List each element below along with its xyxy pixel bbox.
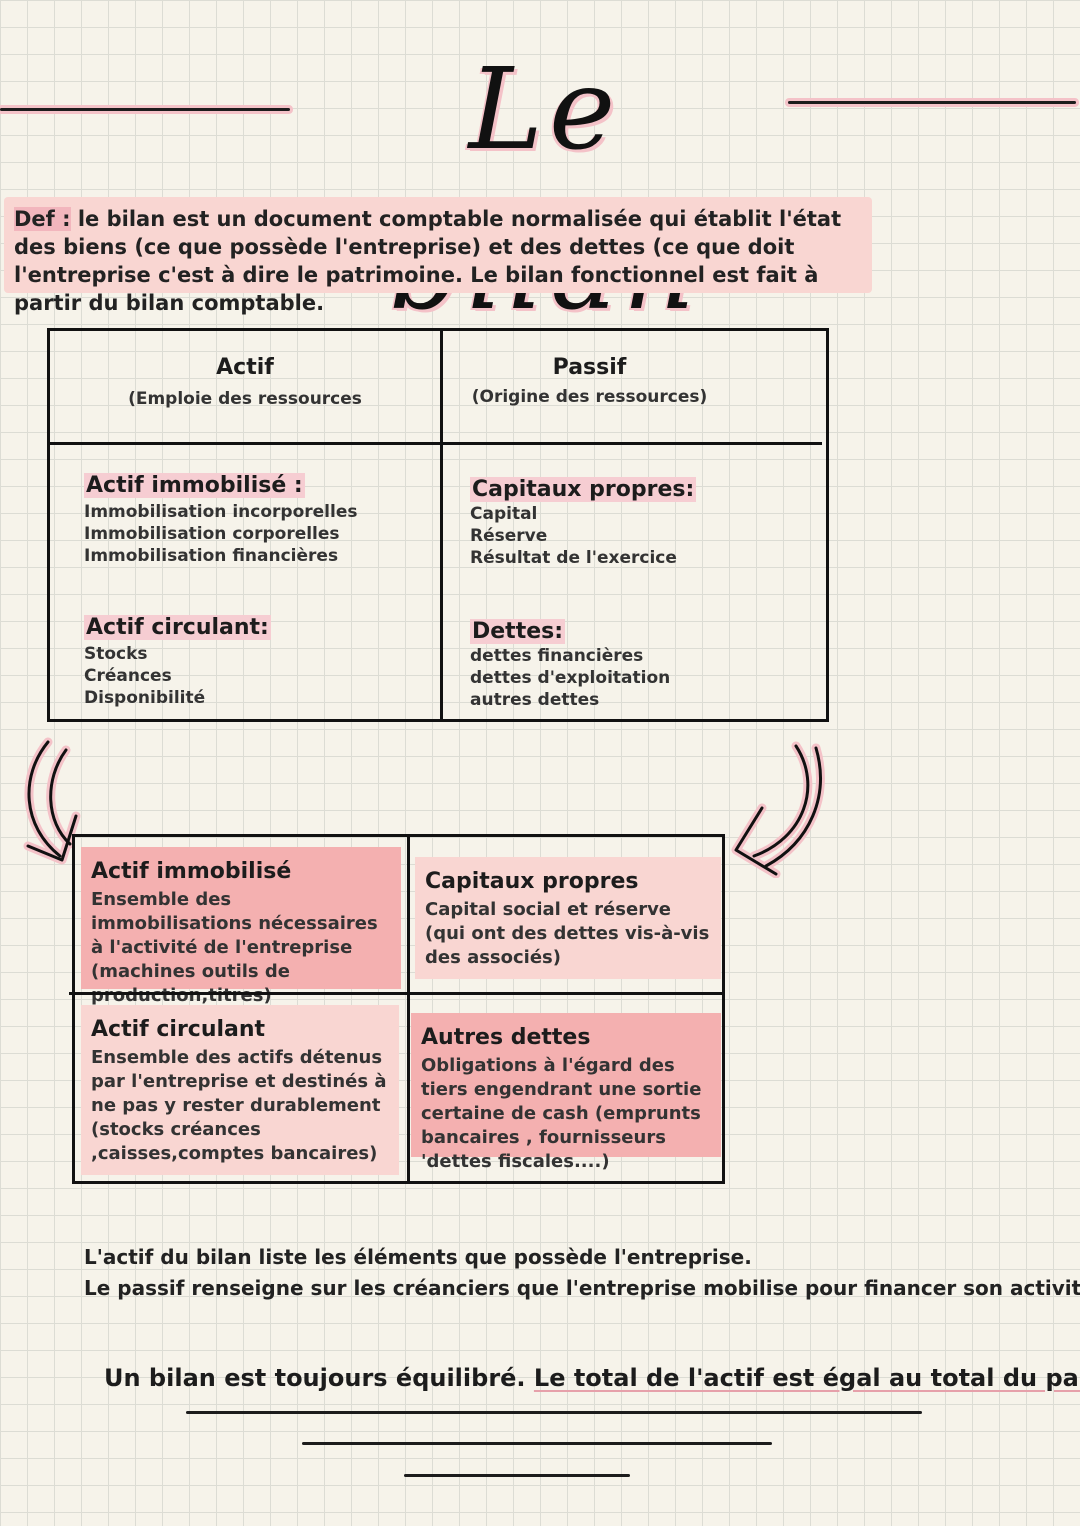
- conclusion: Un bilan est toujours équilibré. Le tota…: [104, 1364, 1080, 1392]
- detail-cell-capitaux-propres: Capitaux propres Capital social et réser…: [415, 857, 721, 979]
- detail-autres-dettes-title: Autres dettes: [421, 1025, 591, 1050]
- detail-capitaux-propres-title: Capitaux propres: [425, 869, 639, 894]
- detail-actif-immobilise-title: Actif immobilisé: [91, 859, 292, 884]
- note-actif: L'actif du bilan liste les éléments que …: [84, 1245, 752, 1269]
- decor-line-bottom-3: [404, 1474, 630, 1477]
- actif-circulant-list: Stocks Créances Disponibilité: [84, 643, 205, 709]
- bilan-table-horizontal-divider: [50, 442, 822, 445]
- detail-cell-autres-dettes: Autres dettes Obligations à l'égard des …: [411, 1013, 721, 1172]
- curved-arrow-left-icon: [23, 737, 81, 865]
- list-item: Immobilisation corporelles: [84, 524, 340, 544]
- detail-autres-dettes-text: Obligations à l'égard des tiers engendra…: [421, 1055, 702, 1172]
- list-item: Stocks: [84, 644, 148, 664]
- note-passif: Le passif renseigne sur les créanciers q…: [84, 1276, 1080, 1300]
- dettes-title: Dettes:: [470, 619, 566, 644]
- definition-text: le bilan est un document comptable norma…: [14, 207, 842, 315]
- detail-actif-circulant-text: Ensemble des actifs détenus par l'entrep…: [91, 1047, 387, 1164]
- detail-cell-actif-circulant: Actif circulant Ensemble des actifs déte…: [81, 1005, 399, 1175]
- list-item: Créances: [84, 666, 172, 686]
- passif-header-title: Passif: [552, 355, 627, 380]
- decor-line-bottom-1: [186, 1411, 922, 1414]
- list-item: Immobilisation financières: [84, 546, 339, 566]
- actif-circulant-title: Actif circulant:: [84, 615, 271, 640]
- bilan-table: Actif (Emploie des ressources Passif (Or…: [47, 328, 829, 722]
- list-item: Disponibilité: [84, 688, 206, 708]
- decor-line-top-left: [0, 108, 290, 111]
- detail-table-vertical-divider: [407, 837, 410, 1181]
- actif-immobilise-title: Actif immobilisé :: [84, 473, 305, 498]
- decor-line-top-right: [788, 101, 1076, 104]
- list-item: autres dettes: [470, 690, 600, 710]
- detail-actif-immobilise-text: Ensemble des immobilisations nécessaires…: [91, 889, 378, 1006]
- conclusion-part2: Le total de l'actif est égal au total du…: [533, 1364, 1080, 1392]
- decor-line-bottom-2: [302, 1442, 772, 1445]
- detail-table-horizontal-divider: [69, 992, 722, 995]
- list-item: Réserve: [470, 526, 548, 546]
- list-item: dettes financières: [470, 646, 644, 666]
- detail-cell-actif-immobilise: Actif immobilisé Ensemble des immobilisa…: [81, 847, 401, 1006]
- capitaux-propres-list: Capital Réserve Résultat de l'exercice: [470, 503, 677, 569]
- detail-capitaux-propres-text: Capital social et réserve (qui ont des d…: [425, 899, 710, 968]
- bilan-table-vertical-divider: [440, 331, 443, 719]
- actif-header-subtitle: (Emploie des ressources: [128, 389, 362, 409]
- list-item: Capital: [470, 504, 538, 524]
- list-item: Immobilisation incorporelles: [84, 502, 358, 522]
- conclusion-part1: Un bilan est toujours équilibré.: [104, 1364, 534, 1392]
- definition-label: Def :: [14, 207, 71, 231]
- actif-immobilise-list: Immobilisation incorporelles Immobilisat…: [84, 501, 357, 567]
- curved-arrow-right-icon: [731, 741, 825, 878]
- detail-actif-circulant-title: Actif circulant: [91, 1017, 266, 1042]
- actif-header-title: Actif: [216, 355, 274, 380]
- list-item: dettes d'exploitation: [470, 668, 671, 688]
- capitaux-propres-title: Capitaux propres:: [470, 477, 697, 502]
- passif-header-subtitle: (Origine des ressources): [471, 387, 708, 407]
- dettes-list: dettes financières dettes d'exploitation…: [470, 645, 670, 711]
- page-title: Le bilan: [389, 45, 695, 335]
- list-item: Résultat de l'exercice: [470, 548, 677, 568]
- detail-table: Actif immobilisé Ensemble des immobilisa…: [69, 834, 725, 1184]
- definition-box: Def : le bilan est un document comptable…: [4, 197, 872, 315]
